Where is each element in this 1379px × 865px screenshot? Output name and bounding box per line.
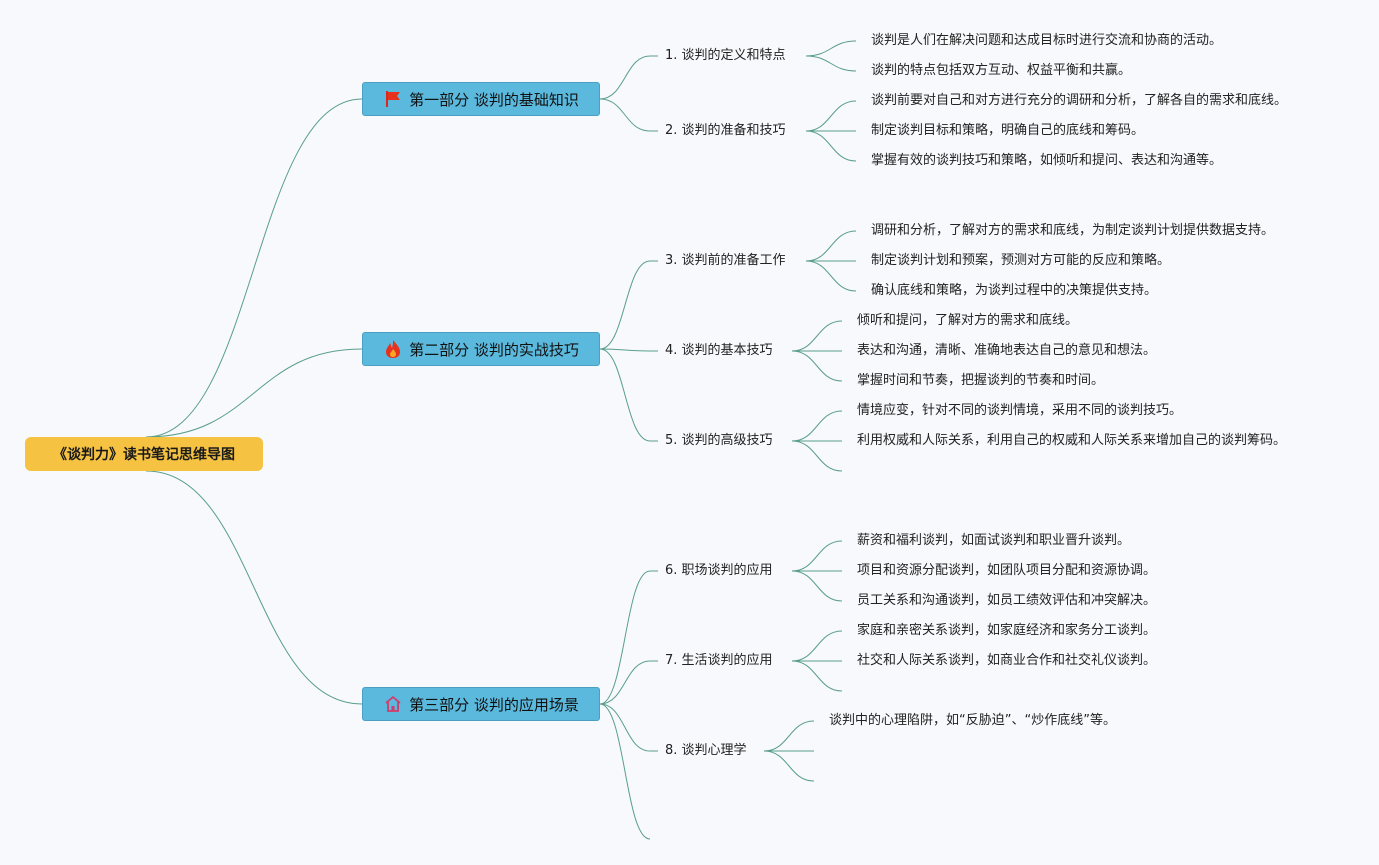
leaf-node[interactable]: 表达和沟通，清晰、准确地表达自己的意见和想法。	[857, 343, 1157, 358]
topic-node[interactable]: 8. 谈判心理学	[665, 743, 747, 758]
section-node-scenarios[interactable]: 第三部分 谈判的应用场景	[362, 687, 600, 721]
leaf-node[interactable]: 谈判前要对自己和对方进行充分的调研和分析，了解各自的需求和底线。	[871, 93, 1288, 108]
topic-link	[791, 320, 843, 352]
leaf-node[interactable]: 谈判是人们在解决问题和达成目标时进行交流和协商的活动。	[871, 33, 1223, 48]
topic-link	[791, 410, 843, 442]
section-title: 第二部分 谈判的实战技巧	[409, 340, 579, 359]
leaf-node[interactable]: 薪资和福利谈判，如面试谈判和职业晋升谈判。	[857, 533, 1131, 548]
root-node[interactable]: 《谈判力》读书笔记思维导图	[25, 437, 263, 471]
topic-link	[791, 440, 843, 472]
topic-link	[763, 750, 815, 782]
section-link	[599, 570, 651, 705]
section-link	[599, 660, 651, 705]
section-link	[599, 348, 651, 352]
topic-node[interactable]: 6. 职场谈判的应用	[665, 563, 773, 578]
topic-node[interactable]: 7. 生活谈判的应用	[665, 653, 773, 668]
leaf-node[interactable]: 谈判的特点包括双方互动、权益平衡和共赢。	[871, 63, 1132, 78]
topic-link	[805, 130, 857, 162]
leaf-node[interactable]: 确认底线和策略，为谈判过程中的决策提供支持。	[871, 283, 1158, 298]
section-link	[599, 98, 651, 132]
topic-link	[791, 660, 843, 692]
topic-link	[805, 55, 857, 72]
topic-link	[791, 570, 843, 602]
topic-node[interactable]: 5. 谈判的高级技巧	[665, 433, 773, 448]
topic-link	[791, 350, 843, 382]
leaf-node[interactable]: 情境应变，针对不同的谈判情境，采用不同的谈判技巧。	[857, 403, 1183, 418]
fire-icon	[383, 339, 403, 359]
leaf-node[interactable]: 掌握有效的谈判技巧和策略，如倾听和提问、表达和沟通等。	[871, 153, 1223, 168]
section-link	[599, 703, 651, 752]
root-title: 《谈判力》读书笔记思维导图	[53, 447, 235, 463]
topic-node[interactable]: 2. 谈判的准备和技巧	[665, 123, 786, 138]
section-title: 第一部分 谈判的基础知识	[409, 90, 579, 109]
topic-link	[805, 260, 857, 292]
topic-link	[791, 630, 843, 662]
section-link	[599, 703, 651, 840]
leaf-node[interactable]: 倾听和提问，了解对方的需求和底线。	[857, 313, 1079, 328]
section-link	[599, 348, 651, 442]
topic-node[interactable]: 1. 谈判的定义和特点	[665, 48, 786, 63]
topic-link	[805, 230, 857, 262]
topic-node[interactable]: 3. 谈判前的准备工作	[665, 253, 786, 268]
leaf-node[interactable]: 制定谈判计划和预案，预测对方可能的反应和策略。	[871, 253, 1171, 268]
root-link	[145, 98, 363, 438]
section-node-basics[interactable]: 第一部分 谈判的基础知识	[362, 82, 600, 116]
leaf-node[interactable]: 员工关系和沟通谈判，如员工绩效评估和冲突解决。	[857, 593, 1157, 608]
topic-link	[805, 40, 857, 57]
root-link	[145, 470, 363, 705]
section-link	[599, 55, 651, 100]
leaf-node[interactable]: 家庭和亲密关系谈判，如家庭经济和家务分工谈判。	[857, 623, 1157, 638]
section-title: 第三部分 谈判的应用场景	[409, 695, 579, 714]
topic-link	[763, 720, 815, 752]
leaf-node[interactable]: 社交和人际关系谈判，如商业合作和社交礼仪谈判。	[857, 653, 1157, 668]
leaf-node[interactable]: 掌握时间和节奏，把握谈判的节奏和时间。	[857, 373, 1105, 388]
leaf-node[interactable]: 制定谈判目标和策略，明确自己的底线和筹码。	[871, 123, 1145, 138]
leaf-node[interactable]: 谈判中的心理陷阱，如“反胁迫”、“炒作底线”等。	[829, 713, 1116, 728]
house-icon	[383, 694, 403, 714]
root-link	[145, 348, 363, 438]
section-node-practice[interactable]: 第二部分 谈判的实战技巧	[362, 332, 600, 366]
red-flag-icon	[383, 89, 403, 109]
topic-link	[805, 100, 857, 132]
leaf-node[interactable]: 调研和分析，了解对方的需求和底线，为制定谈判计划提供数据支持。	[871, 223, 1275, 238]
leaf-node[interactable]: 利用权威和人际关系，利用自己的权威和人际关系来增加自己的谈判筹码。	[857, 433, 1287, 448]
leaf-node[interactable]: 项目和资源分配谈判，如团队项目分配和资源协调。	[857, 563, 1157, 578]
section-link	[599, 260, 651, 350]
topic-link	[791, 540, 843, 572]
topic-node[interactable]: 4. 谈判的基本技巧	[665, 343, 773, 358]
